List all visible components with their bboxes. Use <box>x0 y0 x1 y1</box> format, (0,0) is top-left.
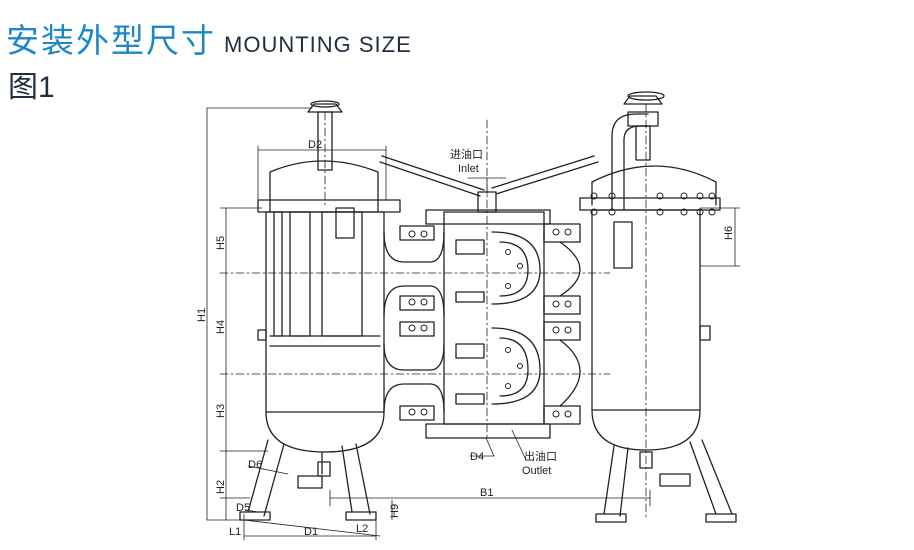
dim-h1: H1 <box>196 308 208 322</box>
dim-b1: B1 <box>480 487 493 499</box>
dim-d2: D2 <box>308 139 322 151</box>
dim-d1: D1 <box>304 526 318 538</box>
dim-d5: D5 <box>236 502 250 514</box>
changeover-handle <box>379 155 599 197</box>
dim-h2: H2 <box>215 480 227 494</box>
bolt-heads <box>408 192 716 418</box>
dim-h4: H4 <box>215 320 227 334</box>
center-manifold <box>383 119 581 441</box>
right-filter-housing <box>579 95 737 523</box>
dim-d4: D4 <box>470 451 484 463</box>
outlet-label-en: Outlet <box>522 465 551 477</box>
page-title: 安装外型尺寸 MOUNTING SIZE <box>6 14 412 62</box>
dim-h9: H9 <box>389 504 401 518</box>
handwheels <box>310 91 665 108</box>
inlet-label-cn: 进油口 <box>450 147 483 161</box>
leader-lines <box>245 177 527 513</box>
title-chinese: 安装外型尺寸 <box>6 22 216 59</box>
figure-label: 图1 <box>8 71 55 104</box>
dim-l1: L1 <box>229 526 241 538</box>
outlet-label-cn: 出油口 <box>524 449 557 463</box>
dim-d6: D6 <box>248 459 262 471</box>
inlet-label-en: Inlet <box>458 163 479 175</box>
title-english: MOUNTING SIZE <box>224 32 412 57</box>
dim-h3: H3 <box>215 404 227 418</box>
left-filter-housing <box>239 103 401 521</box>
overall-dimension-lines <box>206 107 741 541</box>
dim-h5: H5 <box>215 236 227 250</box>
dim-l2: L2 <box>356 523 368 535</box>
dim-h6: H6 <box>723 226 735 240</box>
diagram-labels: 进油口 Inlet 出油口 Outlet D2 D4 D6 D5 D1 B1 L… <box>196 139 735 538</box>
